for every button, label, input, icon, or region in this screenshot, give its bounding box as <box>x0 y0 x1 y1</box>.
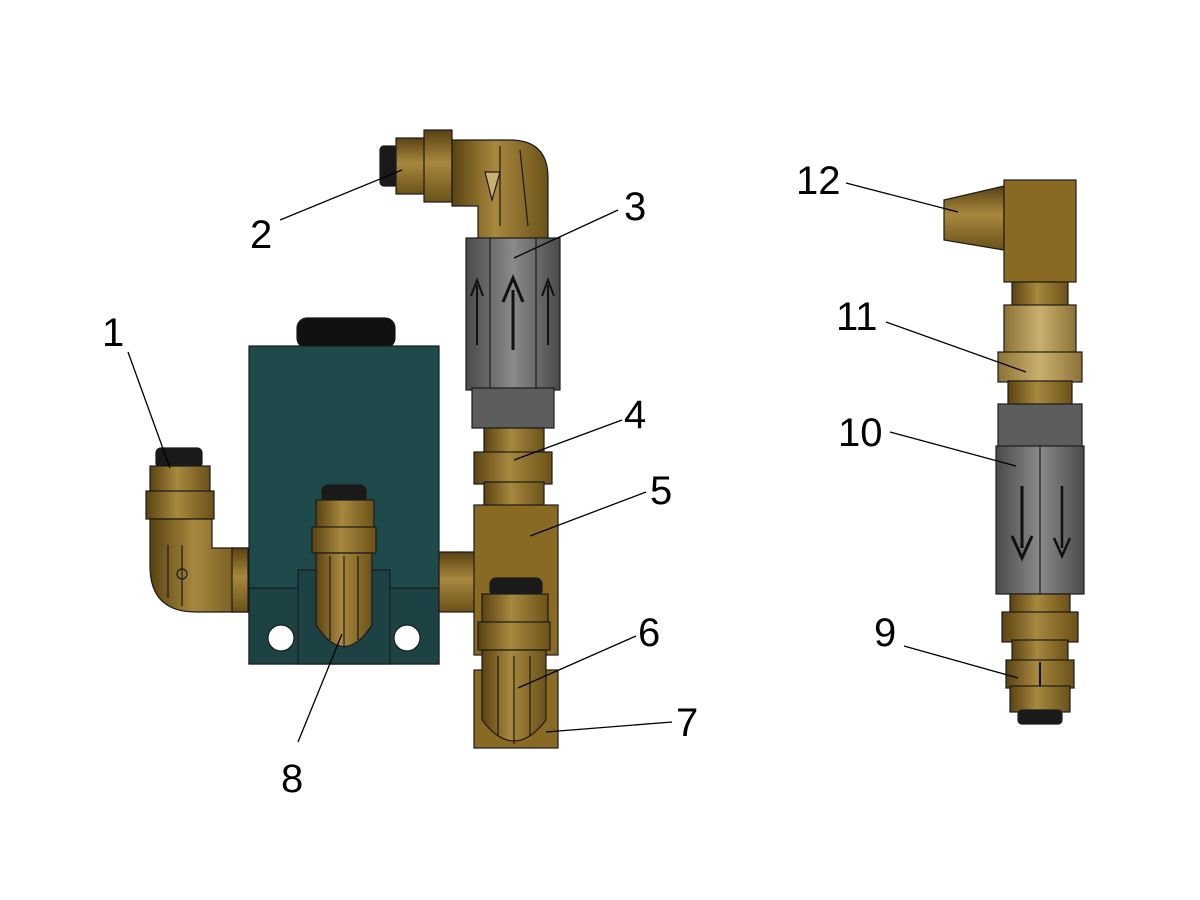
leader-9 <box>903 645 1019 679</box>
bushing-11 <box>997 281 1083 406</box>
callout-9: 9 <box>874 611 896 655</box>
flow-direction-up-arrows <box>470 274 555 350</box>
callout-8: 8 <box>281 757 303 801</box>
callout-labels: 1 2 3 4 5 6 7 8 9 10 11 12 <box>102 159 896 801</box>
leader-5 <box>529 491 647 537</box>
flow-direction-down-arrows <box>1010 486 1072 562</box>
callout-4: 4 <box>624 393 646 437</box>
leader-1 <box>127 351 171 469</box>
leader-4 <box>513 419 623 461</box>
flow-meter-10 <box>995 403 1085 595</box>
callout-11: 11 <box>836 295 878 339</box>
leader-7 <box>545 721 673 733</box>
callout-3: 3 <box>624 185 646 229</box>
lower-block-7 <box>473 649 559 749</box>
leader-3 <box>513 209 619 259</box>
fitting-6 <box>477 577 551 651</box>
leader-11 <box>885 321 1027 373</box>
leader-2 <box>279 169 403 221</box>
angle-connector-12 <box>943 179 1077 283</box>
valve-fitting-8 <box>311 484 377 648</box>
elbow-fitting-2 <box>379 129 549 241</box>
callout-7: 7 <box>676 701 698 745</box>
leader-lines <box>127 169 1027 743</box>
callout-12: 12 <box>796 159 841 203</box>
elbow-fitting-1 <box>145 447 249 613</box>
leader-10 <box>889 431 1017 467</box>
valve-outlet-nipple <box>438 551 478 613</box>
callout-10: 10 <box>838 411 883 455</box>
callout-1: 1 <box>102 311 124 355</box>
flow-meter-3 <box>465 237 561 429</box>
leader-6 <box>517 635 637 689</box>
leader-12 <box>845 182 959 213</box>
fitting-9 <box>1001 593 1079 725</box>
pipe-nut-4 <box>473 427 553 507</box>
leader-8 <box>297 633 343 743</box>
callout-5: 5 <box>650 469 672 513</box>
callout-6: 6 <box>638 611 660 655</box>
callout-2: 2 <box>250 213 272 257</box>
